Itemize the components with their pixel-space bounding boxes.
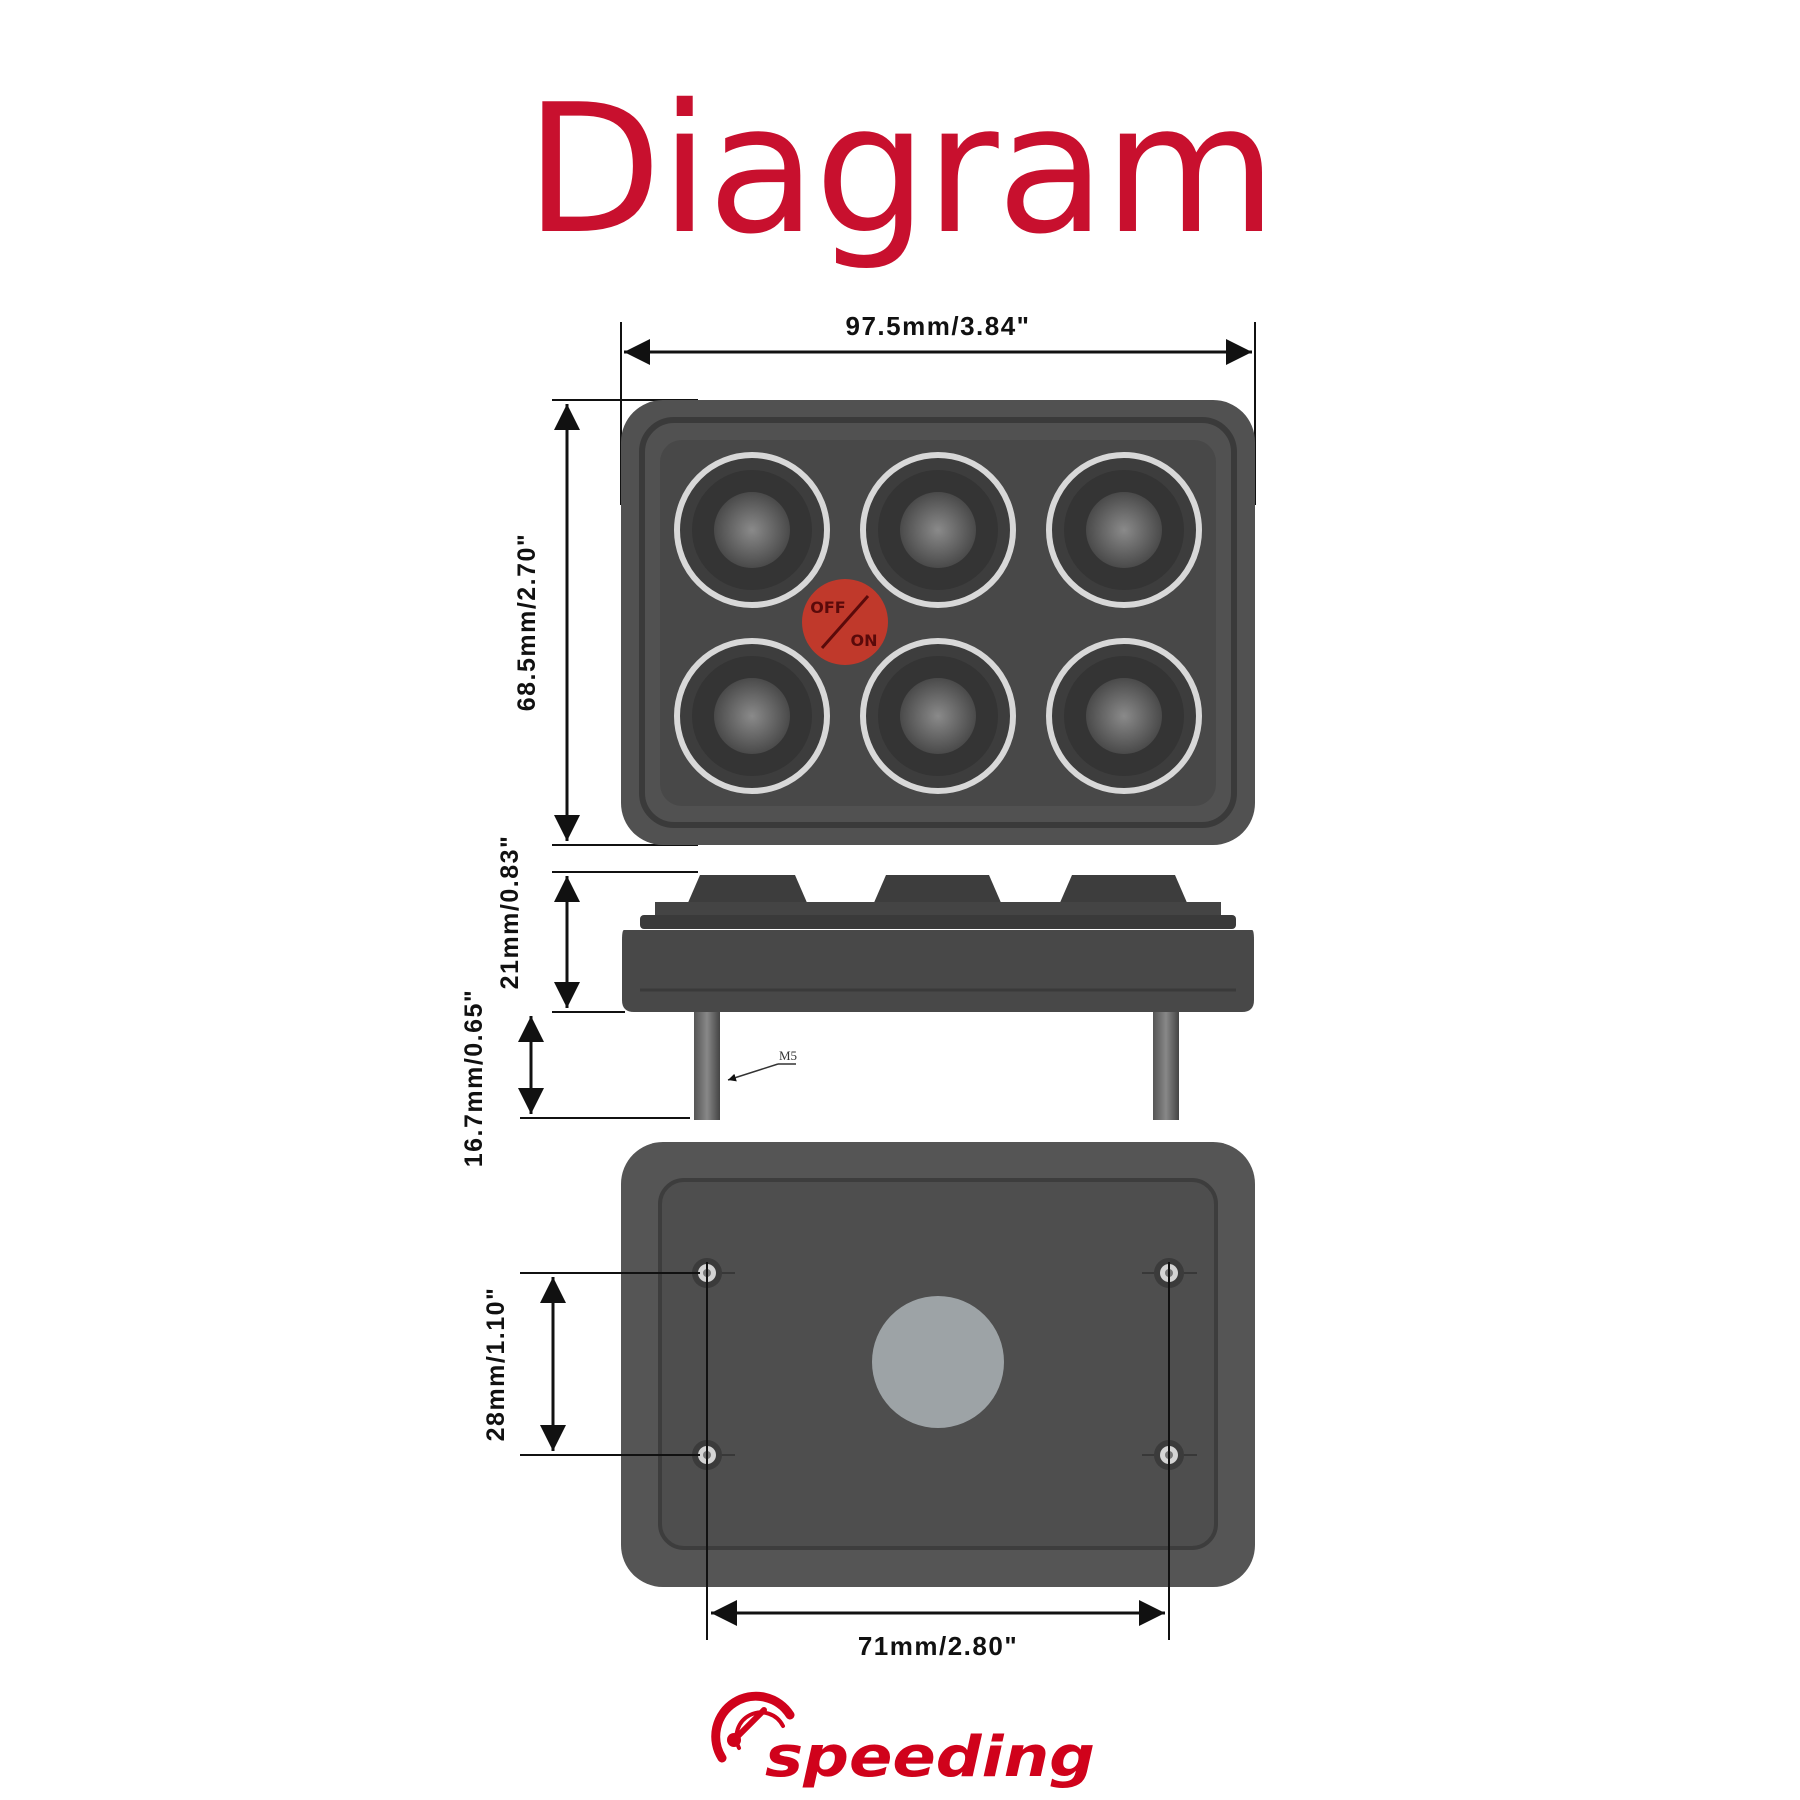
speeding-logo: speeding xyxy=(711,1691,1095,1790)
button-3[interactable] xyxy=(1046,452,1202,608)
speedometer-icon xyxy=(711,1691,795,1763)
brand-name: speeding xyxy=(765,1725,1095,1790)
power-button-on-label: ON xyxy=(851,631,878,650)
m5-leader-line xyxy=(727,1063,779,1082)
side-button-cap-3 xyxy=(1059,875,1188,905)
side-button-cap-1 xyxy=(687,875,808,905)
hole-vertical-dimension-label: 28mm/1.10" xyxy=(482,1287,510,1442)
body-height-dimension-label: 21mm/0.83" xyxy=(496,835,524,990)
m5-label: M5 xyxy=(779,1048,797,1063)
button-5[interactable] xyxy=(860,638,1016,794)
button-2[interactable] xyxy=(860,452,1016,608)
height-dimension-label: 68.5mm/2.70" xyxy=(513,533,541,712)
top-view: 97.5mm/3.84" 68.5mm/2.70" xyxy=(513,311,1256,846)
power-button-off-label: OFF xyxy=(810,598,845,617)
side-gasket xyxy=(640,915,1236,929)
bottom-view: 28mm/1.10" 71mm/2.80" xyxy=(482,1142,1255,1661)
hole-horizontal-dimension-label: 71mm/2.80" xyxy=(858,1631,1018,1661)
side-view: 21mm/0.83" 16.7mm/0.65" M5 xyxy=(460,835,1254,1168)
power-button-slash xyxy=(820,595,870,649)
cable-grommet xyxy=(872,1296,1004,1428)
panel-bezel-top xyxy=(639,417,1237,828)
button-1[interactable] xyxy=(674,452,830,608)
width-dimension-label: 97.5mm/3.84" xyxy=(846,311,1031,341)
side-button-collar xyxy=(655,902,1221,918)
stud-length-dimension-label: 16.7mm/0.65" xyxy=(460,989,488,1168)
side-button-cap-2 xyxy=(873,875,1002,905)
button-4[interactable] xyxy=(674,638,830,794)
stud-left xyxy=(694,1012,720,1120)
page-title: Diagram xyxy=(524,66,1277,273)
stud-right xyxy=(1153,1012,1179,1120)
power-button[interactable]: OFF ON xyxy=(802,579,888,665)
side-body xyxy=(622,930,1254,1012)
button-6[interactable] xyxy=(1046,638,1202,794)
